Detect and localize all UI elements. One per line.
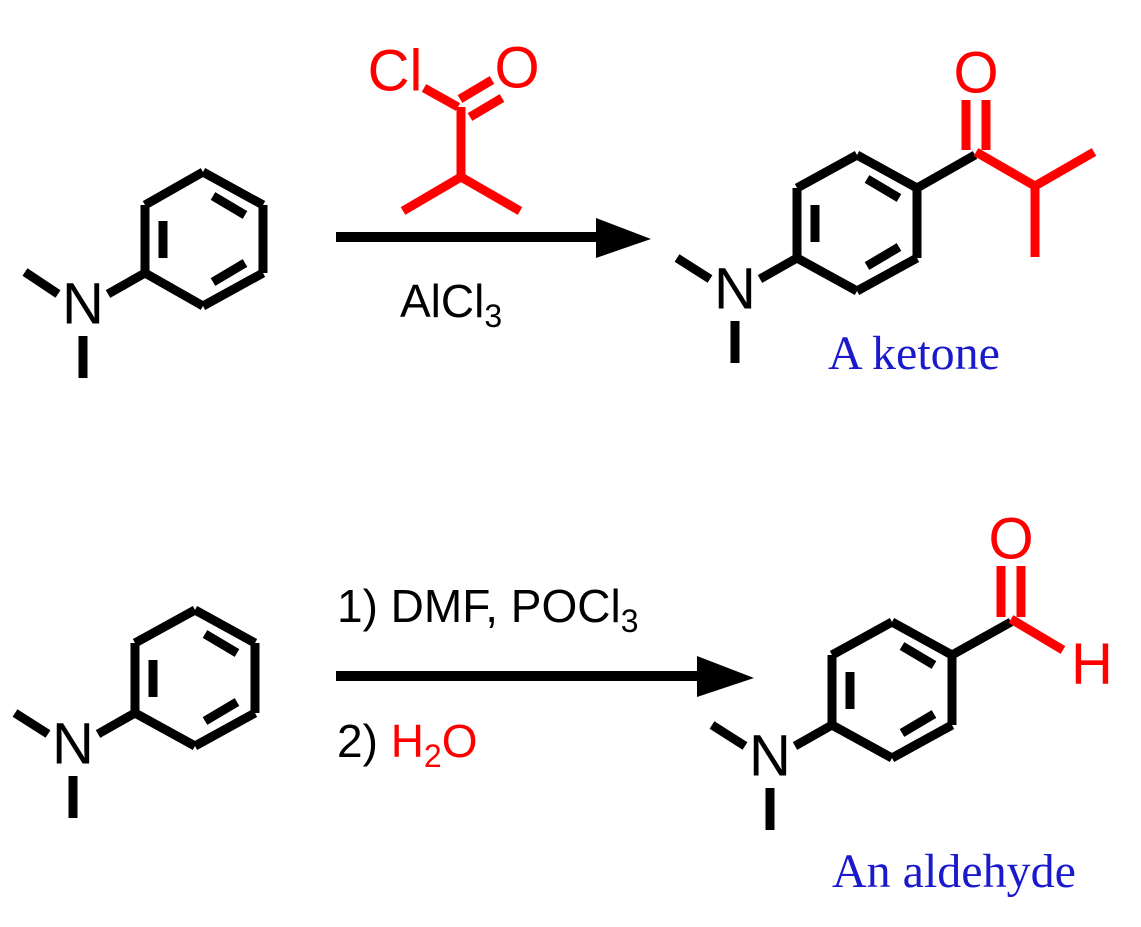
product-caption-aldehyde: An aldehyde: [832, 845, 1076, 898]
reaction-arrow-1: [336, 218, 651, 258]
oxygen-label-reagent: O: [494, 35, 539, 100]
prod2-ring-bond-1: [889, 618, 955, 659]
arrow-head-2: [697, 656, 754, 697]
ring-bond-6: [142, 168, 206, 209]
prod1-n-methyl-upper: [674, 254, 713, 283]
r2-ring-bond-6: [132, 606, 198, 647]
r2-n-methyl-upper: [12, 709, 51, 738]
reaction-row-2: N 1) DMF, POCl3 2) H2O: [12, 506, 1113, 898]
prod2-ring-double-upper-right: [899, 642, 937, 669]
substrate-dimethylaniline-2: N: [12, 606, 260, 818]
r2-n-aryl-bond: [95, 709, 138, 738]
r2-ring-bond-3: [192, 709, 258, 750]
nitrogen-label: N: [62, 271, 104, 336]
water-h: H: [391, 715, 424, 767]
ring-double-lower-right: [210, 259, 248, 286]
conditions-step-1-main: 1) DMF, POCl: [337, 580, 621, 632]
ring-double-upper-right: [210, 192, 248, 219]
prod2-ring-bond-3: [889, 721, 955, 762]
reagent-isobutyryl-chloride: Cl O: [368, 35, 540, 215]
prod1-isopropyl-methyl-right: [1032, 148, 1097, 190]
r2-ring-double-upper-right: [202, 630, 240, 657]
reaction-arrow-2: [336, 656, 754, 697]
r2-nitrogen-label: N: [52, 711, 94, 776]
ring-bond-4: [142, 269, 206, 310]
prod2-ring-double-lower-right: [899, 710, 937, 737]
prod2-hydrogen-label: H: [1071, 631, 1113, 696]
prod2-c-h-bond: [1008, 615, 1066, 654]
prod2-oxygen-label: O: [988, 506, 1033, 571]
n-methyl-upper: [22, 268, 61, 298]
prod2-n-methyl-upper: [709, 721, 748, 750]
prod1-aryl-carbonyl-bond: [914, 151, 978, 192]
isopropyl-methyl-left: [400, 173, 464, 215]
r2-ring-bond-4: [132, 709, 198, 750]
prod1-ring-double-lower-right: [864, 243, 902, 270]
prod2-aryl-cho-bond: [949, 618, 1014, 659]
ring-bond-3: [200, 269, 266, 310]
product-ketone: N O A ketone: [674, 40, 1097, 380]
prod1-nitrogen-label: N: [714, 256, 756, 321]
prod1-ring-double-upper-right: [864, 175, 902, 202]
chlorine-label: Cl: [368, 38, 423, 103]
prod1-ring-bond-6: [794, 151, 860, 192]
water-sub: 2: [424, 738, 442, 774]
conditions-step-2-prefix: 2): [337, 715, 391, 767]
arrow-head: [596, 218, 651, 258]
conditions-step-2: 2) H2O: [337, 715, 478, 774]
r2-ring-double-lower-right: [202, 698, 240, 725]
substrate-dimethylaniline-1: N: [22, 168, 268, 378]
water-o: O: [442, 715, 478, 767]
product-caption-ketone: A ketone: [828, 327, 1000, 380]
catalyst-alcl3-main: AlCl: [400, 275, 484, 327]
prod1-ring-bond-4: [794, 254, 860, 295]
prod1-ring-bond-3: [854, 254, 920, 295]
n-aryl-bond: [105, 269, 148, 298]
c-o-double-a: [457, 76, 495, 103]
isopropyl-methyl-right: [458, 173, 523, 215]
ring-bond-1: [200, 168, 266, 209]
product-aldehyde: N O H An aldehyde: [709, 506, 1113, 898]
prod2-n-aryl-bond: [792, 721, 835, 750]
reaction-row-1: N Cl O AlCl3: [22, 35, 1097, 380]
c-o-double-b: [467, 94, 505, 121]
prod1-oxygen-label: O: [953, 40, 998, 105]
catalyst-alcl3-sub: 3: [484, 298, 502, 334]
r2-ring-bond-1: [192, 606, 258, 647]
prod1-n-aryl-bond: [757, 254, 800, 283]
prod1-ring-bond-1: [854, 151, 920, 192]
prod2-ring-bond-4: [829, 721, 895, 762]
prod1-carbonyl-ch-bond: [973, 148, 1038, 190]
catalyst-alcl3: AlCl3: [400, 275, 502, 334]
prod2-nitrogen-label: N: [749, 723, 791, 788]
conditions-step-1-sub: 3: [621, 603, 639, 639]
cl-c-bond: [421, 84, 461, 111]
prod2-ring-bond-6: [829, 618, 895, 659]
conditions-step-1: 1) DMF, POCl3: [337, 580, 638, 639]
